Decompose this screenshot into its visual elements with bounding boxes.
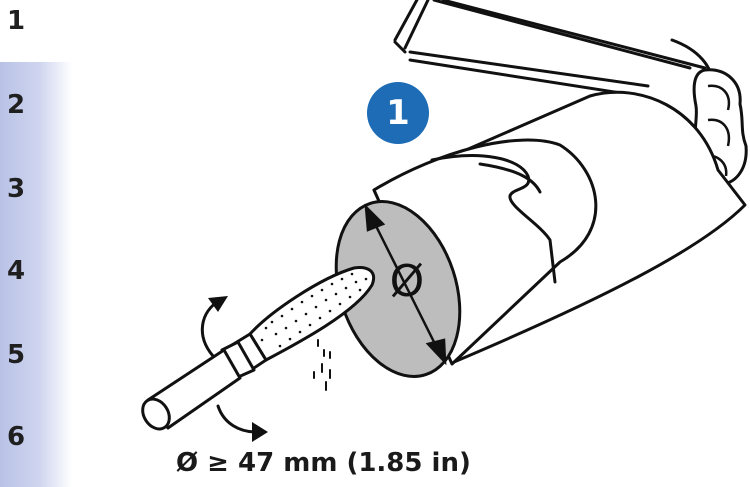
- diameter-arrow: [364, 203, 447, 366]
- diameter-caption: Ø ≥ 47 mm (1.85 in): [176, 448, 471, 478]
- file-tool: [141, 266, 375, 431]
- chapter-tab-3[interactable]: 3: [7, 174, 26, 204]
- chapter-tab-4[interactable]: 4: [7, 256, 26, 286]
- chapter-tab-6[interactable]: 6: [7, 422, 26, 452]
- file-texture: [260, 272, 368, 348]
- dust-particles: [313, 339, 331, 391]
- step-number: 1: [386, 93, 410, 133]
- paper-seam: [430, 154, 557, 284]
- step-number-badge: 1: [367, 82, 429, 144]
- chapter-tab-5[interactable]: 5: [7, 340, 26, 370]
- chapter-tab-1[interactable]: 1: [7, 6, 26, 36]
- chapter-tab-2[interactable]: 2: [7, 90, 26, 120]
- diameter-symbol: Ø: [390, 256, 425, 307]
- chapter-tab-bar: [0, 62, 72, 487]
